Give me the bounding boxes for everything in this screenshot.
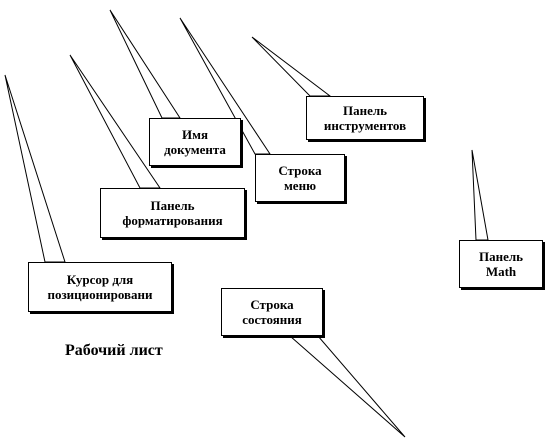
callout-doc-name-line-2: документа <box>164 142 226 157</box>
callout-format-panel-line-2: форматирования <box>122 213 223 228</box>
callout-math-panel-line-1: Панель <box>478 249 524 264</box>
callout-status-bar: Строка состояния <box>221 288 323 336</box>
pointer-cursor <box>4 74 66 263</box>
pointer-math-panel <box>471 149 489 241</box>
callout-toolbar-line-1: Панель <box>342 103 388 118</box>
callout-math-panel: Панель Math <box>459 240 543 288</box>
callout-status-bar-line-1: Строка <box>250 297 294 312</box>
callout-menu-bar-line-2: меню <box>283 178 317 193</box>
callout-cursor-line-1: Курсор для <box>66 272 134 287</box>
callout-cursor: Курсор для позиционировани <box>28 262 172 312</box>
pointer-toolbar <box>251 36 332 97</box>
callout-toolbar-line-2: инструментов <box>323 118 407 133</box>
worksheet-label: Рабочий лист <box>65 342 163 359</box>
callout-math-panel-line-2: Math <box>485 264 517 279</box>
callout-doc-name-line-1: Имя <box>182 127 208 142</box>
pointer-doc-name <box>109 9 181 119</box>
callout-cursor-line-2: позиционировани <box>47 287 153 302</box>
callout-toolbar: Панель инструментов <box>306 96 424 140</box>
callout-doc-name: Имя документа <box>149 118 241 166</box>
pointer-status-bar <box>288 335 406 438</box>
callout-format-panel-line-1: Панель <box>150 198 195 213</box>
callout-menu-bar: Строка меню <box>255 154 345 202</box>
callout-status-bar-line-2: состояния <box>242 312 302 327</box>
callout-menu-bar-line-1: Строка <box>278 163 322 178</box>
callout-format-panel: Панель форматирования <box>100 188 245 238</box>
